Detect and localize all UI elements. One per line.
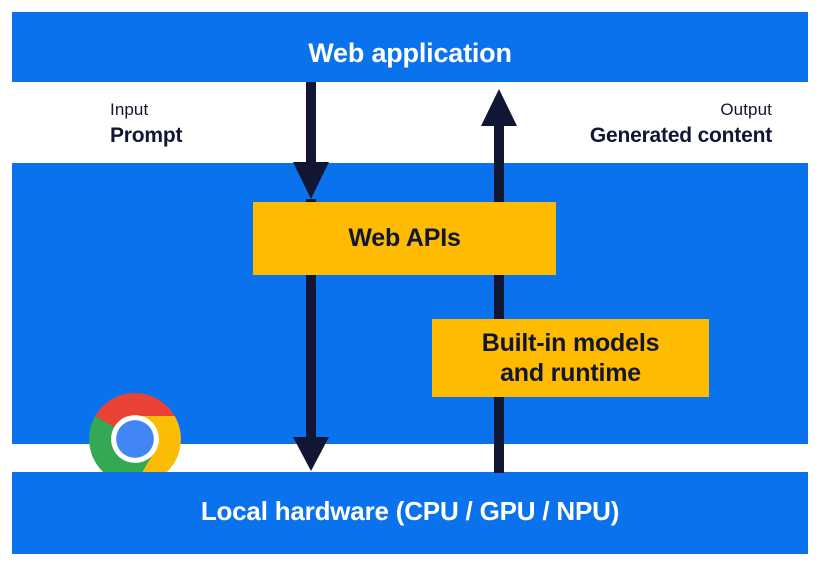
input-label: Input	[110, 100, 149, 119]
output-value: Generated content	[589, 123, 772, 147]
output-caption: Output Generated content	[590, 100, 772, 148]
web-application-label: Web application	[308, 38, 512, 68]
builtin-models-box[interactable]: Built-in models and runtime	[432, 319, 709, 397]
local-hardware-band: Local hardware (CPU / GPU / NPU)	[12, 472, 808, 554]
web-apis-box[interactable]: Web APIs	[253, 202, 556, 275]
input-value: Prompt	[110, 123, 183, 147]
web-apis-label: Web APIs	[348, 224, 461, 252]
input-caption: Input Prompt	[110, 100, 183, 148]
builtin-models-line2: and runtime	[500, 359, 641, 387]
local-hardware-label: Local hardware (CPU / GPU / NPU)	[200, 496, 620, 526]
builtin-models-line1: Built-in models	[481, 329, 660, 357]
builtin-models-label: Built-in models and runtime	[474, 328, 668, 388]
output-label: Output	[720, 100, 772, 119]
web-application-band: Web application	[12, 12, 808, 82]
chrome-logo-icon	[89, 393, 181, 485]
